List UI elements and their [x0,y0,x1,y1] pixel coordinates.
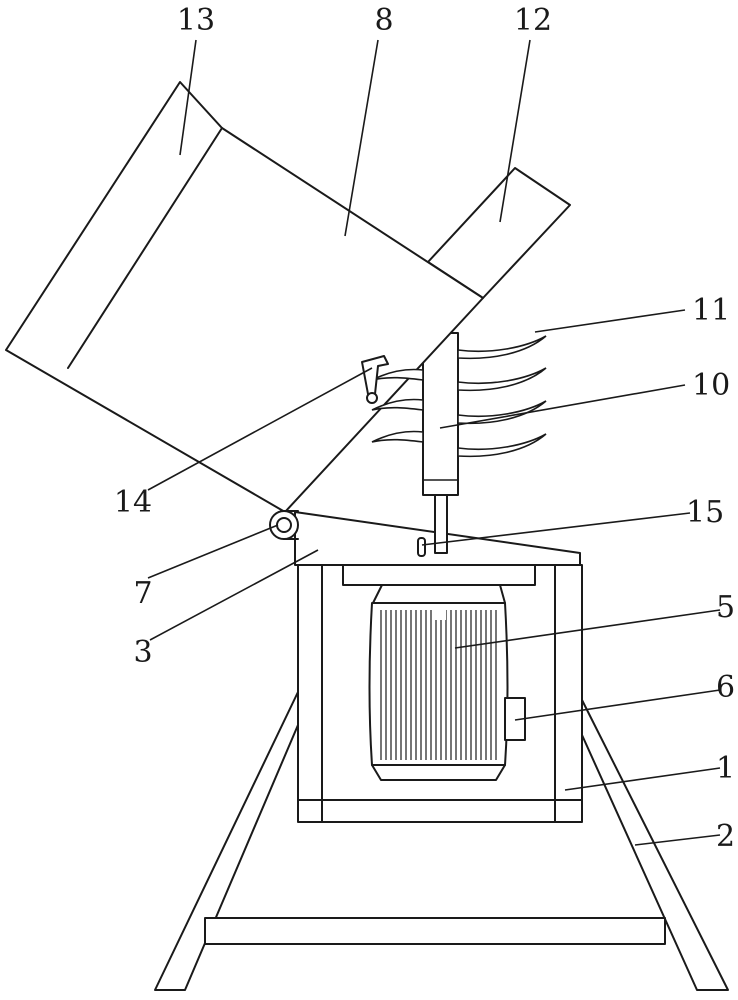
leader-12 [499,39,531,223]
hopper-lid-seam [67,127,223,369]
hinge-pin [276,517,292,533]
leader-7 [147,524,279,579]
drive-shaft [434,494,448,554]
label-10: 10 [692,368,730,403]
leader-13 [179,39,197,156]
label-2: 2 [716,819,735,854]
label-7: 7 [133,576,152,611]
leader-2 [634,834,721,846]
motor-top-cap [372,584,506,604]
label-11: 11 [692,293,730,328]
motor-cooling-fins [380,604,497,760]
motor-mount-plate [342,564,536,586]
leader-lines [147,39,721,846]
leader-3 [149,549,319,641]
mixing-blades [371,335,547,458]
blade-left [371,398,424,411]
blade-right [457,433,547,458]
motor-bottom-cap [371,764,506,781]
label-5: 5 [716,590,735,625]
motor-body [368,602,509,766]
sensor [417,537,426,557]
latch-handle-pivot [366,392,378,404]
hinge [269,510,299,540]
right-leg [581,699,729,991]
leader-8 [344,39,379,237]
leader-11 [534,309,686,333]
blade-right [457,335,547,360]
leader-5 [454,609,721,649]
part-labels: 13 8 12 11 10 14 15 7 5 3 6 1 2 [114,3,735,854]
blade-left [371,430,424,443]
motor [368,584,526,781]
label-1: 1 [716,751,735,786]
blade-right [457,400,547,425]
leader-6 [514,689,721,721]
hopper-body [5,81,484,513]
stand-crossbar [204,917,666,945]
label-13: 13 [177,3,215,38]
label-14: 14 [114,485,152,520]
stirring-shaft [422,332,459,554]
hopper [5,81,571,513]
label-3: 3 [133,635,152,670]
label-6: 6 [716,670,735,705]
motor-fin-gap [432,604,446,620]
label-8: 8 [374,3,393,38]
leader-15 [421,512,691,546]
stand-legs [154,691,729,991]
label-15: 15 [686,495,724,530]
blade-right [457,367,547,392]
leader-14 [147,367,373,491]
leader-10 [439,384,686,429]
leader-1 [564,767,721,791]
label-12: 12 [514,3,552,38]
latch-handle [361,355,389,404]
left-leg [154,691,299,991]
